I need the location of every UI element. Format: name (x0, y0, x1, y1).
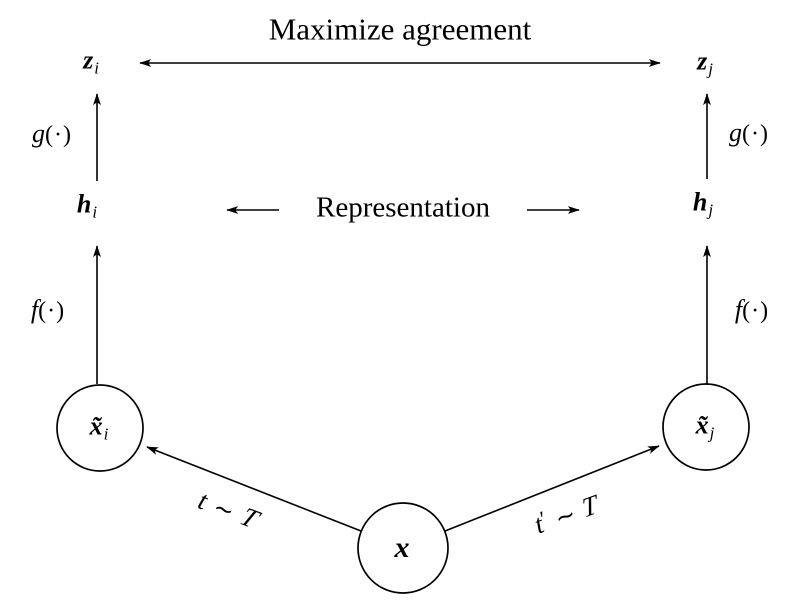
x-tilde-j-base: x̃ (695, 410, 709, 440)
augmented-view-i-node (56, 384, 144, 472)
z-j-label: zj (697, 46, 713, 79)
x-tilde-i-base: x̃ (89, 411, 103, 441)
z-i-base: z (83, 45, 94, 75)
z-j-subscript: j (708, 59, 713, 79)
g-left-args: (·) (45, 122, 72, 148)
z-i-label: zi (83, 45, 99, 78)
h-i-label: hi (76, 189, 98, 222)
maximize-agreement-label: Maximize agreement (268, 11, 532, 47)
f-left-label: f(·) (30, 295, 66, 324)
x-tilde-j-subscript: j (709, 423, 715, 443)
x-label: x (395, 533, 410, 563)
x-tilde-i-subscript: i (103, 424, 109, 444)
representation-label: Representation (316, 191, 490, 224)
augmented-view-j-node (662, 383, 750, 471)
h-j-subscript: j (708, 200, 714, 220)
f-left-function: f (30, 295, 39, 324)
tilde-operator: ∼ (209, 492, 239, 526)
x-tilde-i-label: x̃i (89, 411, 109, 444)
g-right-args: (·) (742, 121, 769, 147)
h-i-base: h (76, 189, 92, 219)
augmentation-arrow-left (146, 446, 362, 532)
f-right-function: f (734, 295, 743, 324)
f-left-args: (·) (38, 298, 66, 324)
g-left-function: g (32, 119, 46, 148)
input-node (357, 502, 449, 594)
f-right-args: (·) (742, 298, 770, 324)
x-tilde-j-label: x̃j (695, 410, 715, 443)
z-j-base: z (697, 46, 708, 76)
h-i-subscript: i (92, 202, 98, 222)
z-i-subscript: i (94, 58, 99, 78)
f-right-label: f(·) (734, 295, 770, 324)
g-left-label: g(·) (32, 119, 72, 148)
g-right-label: g(·) (729, 118, 769, 147)
h-j-label: hj (692, 187, 714, 220)
x-base: x (394, 531, 410, 564)
augmentation-arrow-right (444, 445, 660, 532)
g-right-function: g (729, 118, 743, 147)
h-j-base: h (692, 187, 708, 217)
